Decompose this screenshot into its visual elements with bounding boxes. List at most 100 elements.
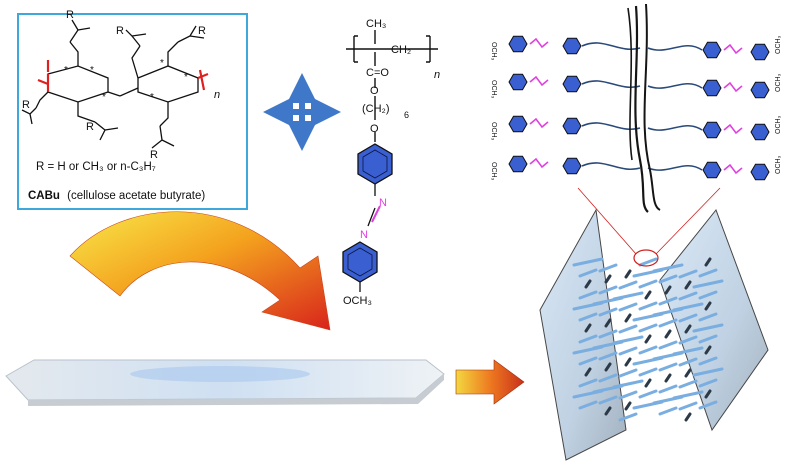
helix-mesogen	[684, 324, 692, 334]
helix-mesogen	[704, 389, 712, 399]
backbone-strand	[627, 7, 633, 161]
helix-mesogen	[664, 373, 672, 383]
helix-mesogen	[692, 323, 724, 333]
zoom-circle	[633, 249, 659, 267]
helix-mesogen	[578, 290, 598, 300]
stereo-star-6: *	[150, 92, 154, 103]
methoxy-label-left: OCH₃	[490, 42, 497, 61]
helix-mesogen	[618, 390, 638, 400]
helix-mesogen	[618, 412, 638, 422]
helix-mesogen	[644, 334, 652, 344]
helix-mesogen	[684, 368, 692, 378]
helix-mesogen	[578, 378, 598, 388]
helix-mesogen	[612, 335, 644, 345]
r-group-top-mid: R	[116, 25, 124, 37]
ch3-group: CH₃	[366, 18, 386, 30]
methoxy-label-right: OCH₃	[775, 35, 782, 54]
mesogen-ring-left-b	[562, 157, 582, 175]
zoom-line-right	[655, 187, 721, 255]
helix-mesogen	[698, 334, 718, 344]
azo-polymer-structure: CH₃ CH₂ C=O O n (CH₂) 6 O N N OCH₃	[342, 18, 440, 307]
red-bonds	[46, 60, 206, 91]
helix-mesogen	[618, 280, 638, 290]
mesogen-ring-right-a	[702, 79, 722, 97]
helix-mesogen	[624, 357, 632, 367]
helix-mesogen	[604, 318, 612, 328]
helix-mesogen	[698, 312, 718, 322]
glucose-ring-right	[119, 41, 209, 127]
helix-mesogen	[678, 357, 698, 367]
stereo-star-3: *	[102, 92, 106, 103]
helix-mesogen	[618, 368, 638, 378]
spacer-chain-right	[647, 125, 703, 131]
azo-link-left	[529, 37, 549, 49]
helix-mesogen	[664, 285, 672, 295]
helix-mesogen	[598, 285, 618, 295]
mesogen-ring-right-a	[702, 41, 722, 59]
stereo-star-1: *	[64, 65, 68, 76]
mesogen-ring-right-b	[750, 81, 770, 99]
helix-mesogen	[598, 307, 618, 317]
mesogen-ring-left-b	[562, 117, 582, 135]
cabu-structure-box: R R R R R R * * * * * * n R = H or CH₃ o…	[17, 9, 248, 210]
methoxy-label-right: OCH₃	[775, 73, 782, 92]
chiral-cell	[539, 187, 769, 461]
helix-mesogen	[698, 268, 718, 278]
mesogen-ring-right-a	[702, 161, 722, 179]
spacer-count: 6	[404, 110, 409, 120]
stereo-star-5: *	[184, 72, 188, 83]
helix-mesogen	[692, 367, 724, 377]
methoxy-label-left: OCH₃	[490, 162, 497, 181]
helix-mesogen	[578, 268, 598, 278]
azo-link-right	[723, 163, 743, 175]
helix-mesogen	[598, 263, 618, 273]
spacer-chain-right	[647, 165, 703, 171]
ch2-group: CH₂	[391, 44, 411, 56]
r-group-mid-left: R	[22, 99, 30, 111]
mesogen-ring-left-a	[508, 115, 528, 133]
stereo-star-4: *	[160, 58, 164, 69]
backbone-strand	[643, 3, 661, 211]
helix-mesogen	[578, 400, 598, 410]
azo-link-left	[529, 157, 549, 169]
helix-mesogen	[678, 401, 698, 411]
helix-mesogen	[678, 291, 698, 301]
r-group-top-left: R	[66, 9, 74, 21]
zoom-line-left	[577, 187, 637, 255]
mesogen-ring-left-a	[508, 155, 528, 173]
methoxy-label-right: OCH₃	[775, 155, 782, 174]
azo-link-right	[723, 43, 743, 55]
helix-mesogen	[658, 362, 678, 372]
cabu-abbr: CABu	[28, 190, 60, 202]
glucose-ring-left	[35, 41, 121, 123]
helix-mesogen	[598, 395, 618, 405]
helical-stacks	[572, 257, 724, 422]
azo-link-right	[723, 81, 743, 93]
helix-mesogen	[678, 313, 698, 323]
helix-mesogen	[572, 257, 604, 267]
helix-mesogen	[598, 351, 618, 361]
helix-mesogen	[672, 302, 704, 312]
polymer-repeat-n: n	[434, 69, 440, 81]
spacer-chain-right	[647, 45, 703, 51]
helix-mesogen	[612, 379, 644, 389]
helix-mesogen	[658, 274, 678, 284]
ester-groups	[21, 19, 205, 149]
cabu-repeat-n: n	[214, 89, 220, 101]
helix-mesogen	[598, 329, 618, 339]
helix-mesogen	[638, 257, 658, 267]
spacer-ch2: (CH₂)	[362, 103, 389, 115]
helix-mesogen	[658, 406, 678, 416]
helix-mesogen	[584, 367, 592, 377]
methoxy-group: OCH₃	[343, 295, 372, 307]
stereo-star-2: *	[90, 65, 94, 76]
helix-mesogen	[644, 290, 652, 300]
cabu-box-border	[17, 13, 248, 210]
helix-mesogen	[578, 334, 598, 344]
helix-mesogen	[698, 356, 718, 366]
azo-link-right	[723, 123, 743, 135]
helix-mesogen	[638, 389, 658, 399]
helix-mesogen	[684, 280, 692, 290]
spacer-chain-left	[581, 122, 641, 130]
